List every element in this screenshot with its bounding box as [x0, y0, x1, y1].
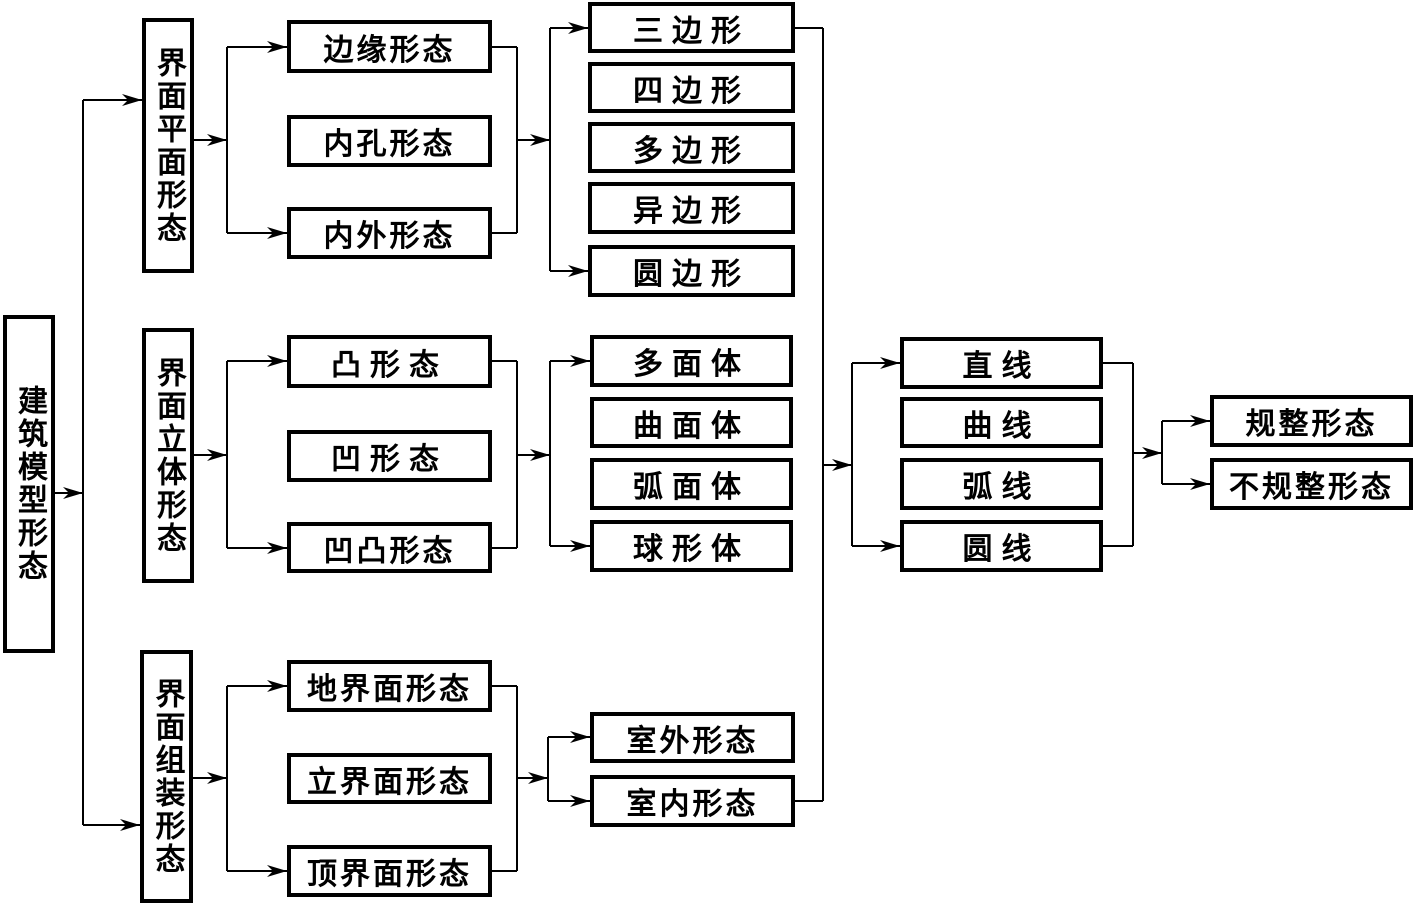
- node-curve-line: 曲线: [900, 397, 1103, 448]
- root-label: 建筑模型形态: [13, 385, 46, 583]
- node-polyhedron: 多面体: [590, 335, 793, 387]
- node-top-interface-form: 顶界面形态: [287, 845, 492, 897]
- node-irregular-edge-shape: 异边形: [588, 182, 795, 234]
- node-circle-line: 圆线: [900, 520, 1103, 572]
- node-straight-line: 直线: [900, 337, 1103, 389]
- node-arc-line: 弧线: [900, 458, 1103, 510]
- node-round-edge-shape: 圆边形: [588, 245, 795, 297]
- node-interface-assembly-form: 界面组装形态: [140, 650, 193, 903]
- node-curved-solid: 曲面体: [590, 397, 793, 448]
- node-regular-form: 规整形态: [1210, 395, 1413, 447]
- node-triangle-shape: 三边形: [588, 2, 795, 53]
- node-indoor-form: 室内形态: [590, 775, 795, 827]
- node-ground-interface-form: 地界面形态: [287, 660, 492, 712]
- node-label: 界面平面形态: [152, 46, 185, 245]
- node-arc-solid: 弧面体: [590, 458, 793, 510]
- node-quadrilateral-shape: 四边形: [588, 62, 795, 113]
- node-interface-solid-form: 界面立体形态: [142, 328, 194, 583]
- connector-group: [55, 22, 1210, 877]
- node-polygon-shape: 多边形: [588, 122, 795, 173]
- node-interface-planar-form: 界面平面形态: [142, 18, 194, 273]
- node-inner-outer-form: 内外形态: [287, 207, 492, 259]
- node-irregular-form: 不规整形态: [1210, 458, 1413, 510]
- node-label: 界面立体形态: [152, 356, 185, 555]
- node-outdoor-form: 室外形态: [590, 712, 795, 763]
- node-inner-hole-form: 内孔形态: [287, 115, 492, 167]
- node-vertical-interface-form: 立界面形态: [287, 753, 492, 804]
- node-label: 界面组装形态: [150, 677, 184, 876]
- root-node-building-model-form: 建筑模型形态: [3, 315, 55, 653]
- node-spherical-solid: 球形体: [590, 520, 793, 572]
- node-edge-form: 边缘形态: [287, 20, 492, 73]
- node-convex-form: 凸形态: [287, 335, 492, 388]
- node-concave-convex-form: 凹凸形态: [287, 522, 492, 573]
- node-concave-form: 凹形态: [287, 430, 492, 482]
